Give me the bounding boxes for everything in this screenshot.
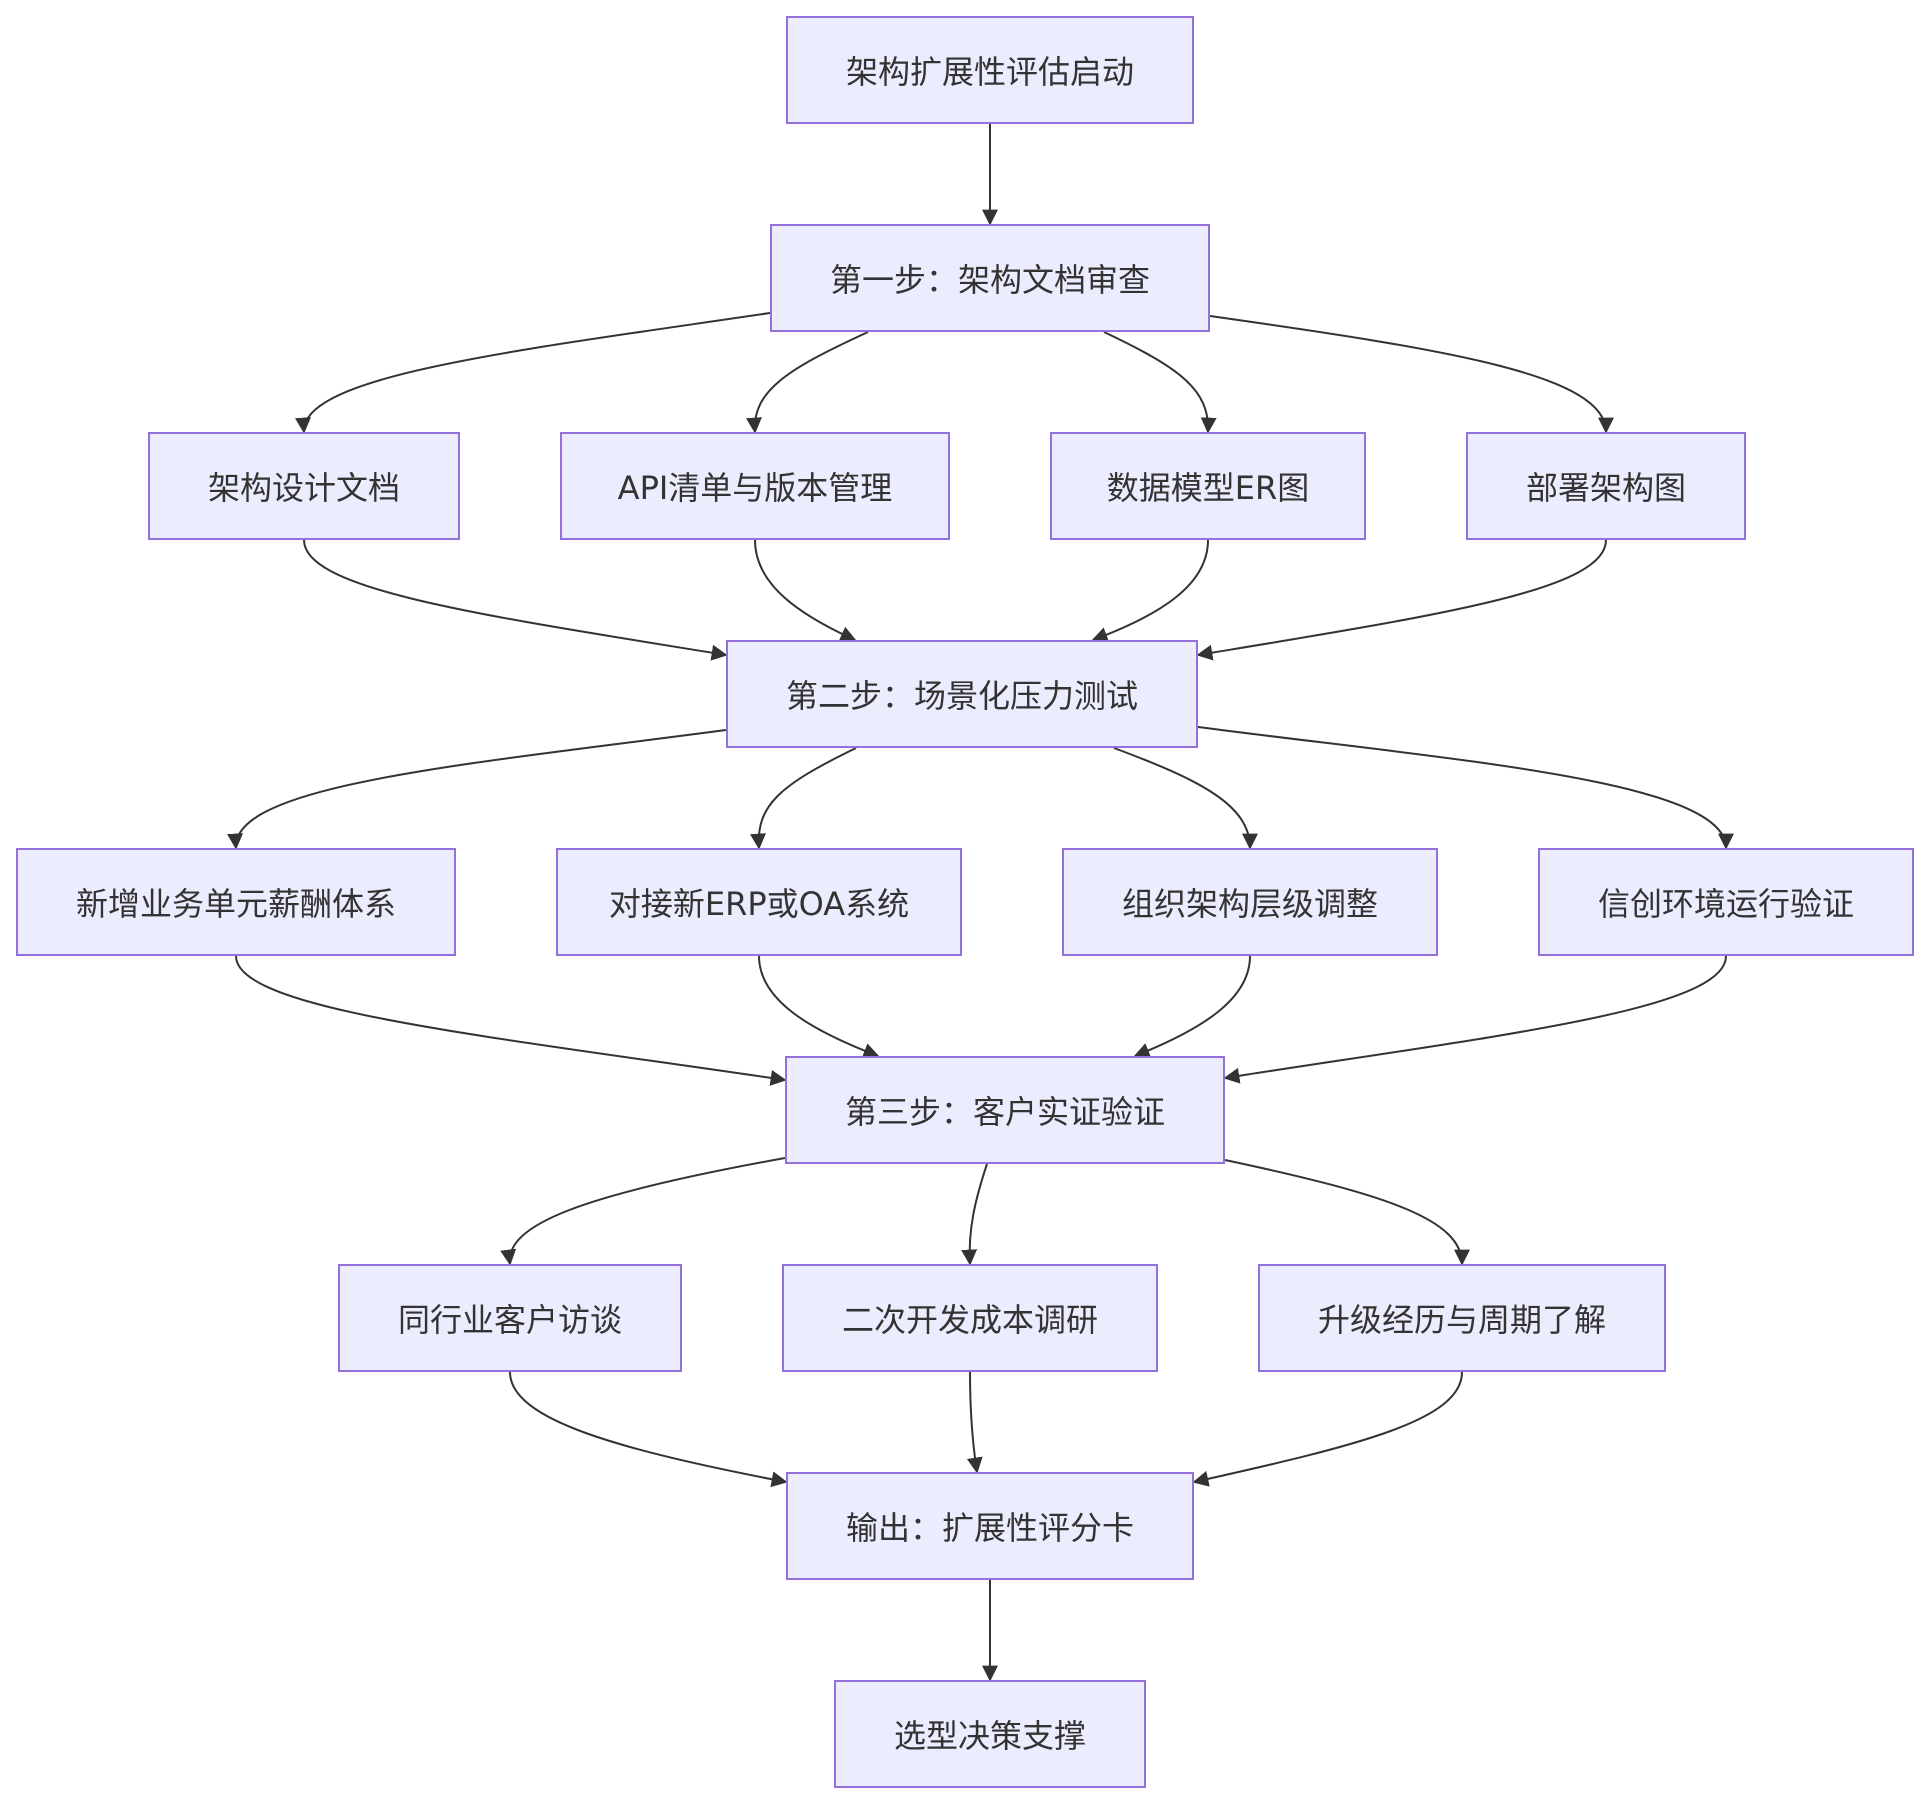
node-erp-oa-integration: 对接新ERP或OA系统 [556, 848, 962, 956]
node-upgrade-history: 升级经历与周期了解 [1258, 1264, 1666, 1372]
node-step1-doc-review: 第一步：架构文档审查 [770, 224, 1210, 332]
node-xinchuang-validation: 信创环境运行验证 [1538, 848, 1914, 956]
edge-n11-n12 [500, 1157, 786, 1266]
node-org-hierarchy-adjust: 组织架构层级调整 [1062, 848, 1438, 956]
node-output-scorecard: 输出：扩展性评分卡 [786, 1472, 1194, 1580]
edge-n3-n6 [754, 539, 857, 642]
node-data-model-er: 数据模型ER图 [1050, 432, 1366, 540]
edge-n1-n3 [746, 331, 869, 434]
edge-n12-n15 [509, 1371, 788, 1488]
edge-n6-n7 [227, 729, 727, 850]
edge-n6-n9 [1113, 747, 1258, 850]
edge-n6-n8 [750, 747, 857, 850]
edge-n10-n11 [1223, 955, 1727, 1084]
edge-n9-n11 [1133, 955, 1251, 1059]
node-step2-stress-test: 第二步：场景化压力测试 [726, 640, 1198, 748]
node-deployment-architecture: 部署架构图 [1466, 432, 1746, 540]
edge-n8-n11 [758, 955, 880, 1059]
edge-n7-n11 [235, 955, 787, 1086]
node-api-list-version: API清单与版本管理 [560, 432, 950, 540]
edge-n5-n6 [1196, 539, 1607, 661]
edge-n1-n4 [1103, 331, 1217, 434]
node-architecture-design-doc: 架构设计文档 [148, 432, 460, 540]
edge-n14-n15 [1192, 1371, 1463, 1487]
node-new-business-unit-payroll: 新增业务单元薪酬体系 [16, 848, 456, 956]
edge-n4-n6 [1091, 539, 1209, 643]
node-step3-customer-validation: 第三步：客户实证验证 [785, 1056, 1225, 1164]
edge-n1-n2 [295, 312, 771, 434]
edge-n13-n15 [966, 1371, 983, 1474]
edge-n2-n6 [303, 539, 728, 661]
edge-n11-n14 [1224, 1159, 1470, 1266]
node-evaluation-start: 架构扩展性评估启动 [786, 16, 1194, 124]
node-secondary-dev-cost: 二次开发成本调研 [782, 1264, 1158, 1372]
edge-n1-n5 [1209, 315, 1614, 434]
edge-n6-n10 [1197, 726, 1734, 850]
node-decision-support: 选型决策支撑 [834, 1680, 1146, 1788]
node-peer-customer-interview: 同行业客户访谈 [338, 1264, 682, 1372]
edge-n11-n13 [961, 1163, 988, 1266]
